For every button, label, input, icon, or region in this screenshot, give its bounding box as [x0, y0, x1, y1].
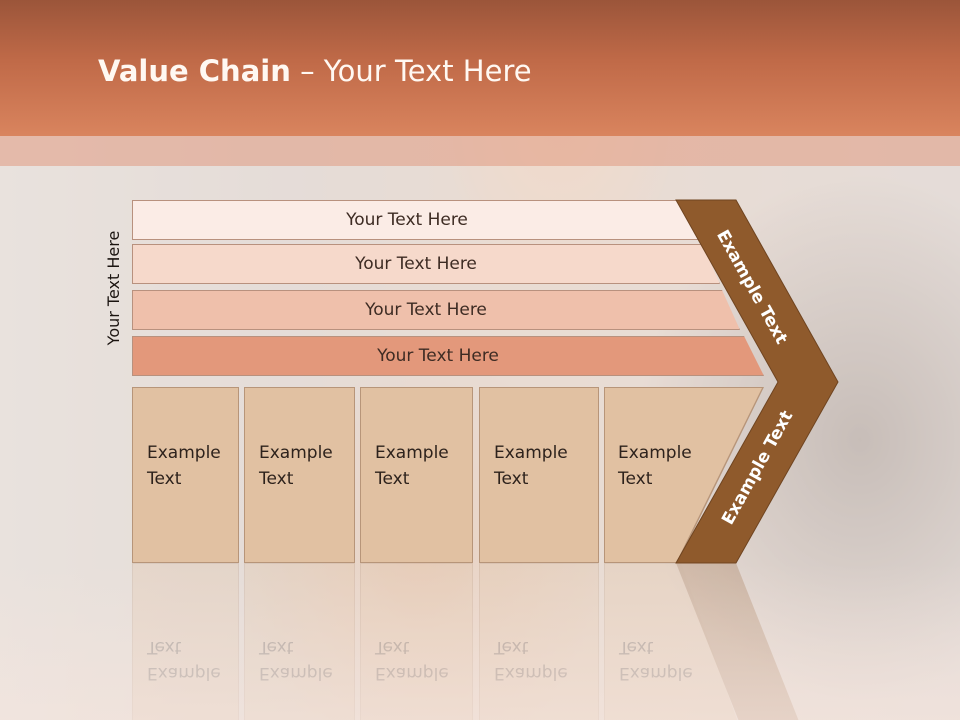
bar-4[interactable]: Your Text Here [132, 336, 764, 376]
box-2-line1: Example [259, 443, 333, 463]
side-label[interactable]: Your Text Here [104, 230, 123, 346]
bar-3-label: Your Text Here [365, 300, 487, 320]
box-4-line2: Text [494, 469, 529, 489]
box-2-line2: Text [259, 469, 294, 489]
header-strip [0, 136, 960, 166]
header-band [0, 0, 960, 136]
bar-2-label: Your Text Here [355, 254, 477, 274]
bar-1-label: Your Text Here [346, 210, 468, 230]
title-bold: Value Chain [98, 54, 291, 88]
box-1-line1: Example [147, 443, 221, 463]
bar-3[interactable]: Your Text Here [132, 290, 740, 330]
box-1-line2: Text [147, 469, 182, 489]
example-box-1[interactable]: Example Text [132, 387, 239, 563]
title-rest: – Your Text Here [290, 54, 532, 88]
box-5-line1: Example [618, 443, 692, 463]
slide-title[interactable]: Value Chain – Your Text Here [98, 54, 532, 88]
box-5-line2: Text [618, 469, 653, 489]
example-box-4[interactable]: Example Text [479, 387, 599, 563]
example-box-2[interactable]: Example Text [244, 387, 355, 563]
bar-4-label: Your Text Here [377, 346, 499, 366]
box-3-line1: Example [375, 443, 449, 463]
bar-2[interactable]: Your Text Here [132, 244, 720, 284]
bar-1[interactable]: Your Text Here [132, 200, 702, 240]
box-4-line1: Example [494, 443, 568, 463]
example-box-3[interactable]: Example Text [360, 387, 473, 563]
box-3-line2: Text [375, 469, 410, 489]
